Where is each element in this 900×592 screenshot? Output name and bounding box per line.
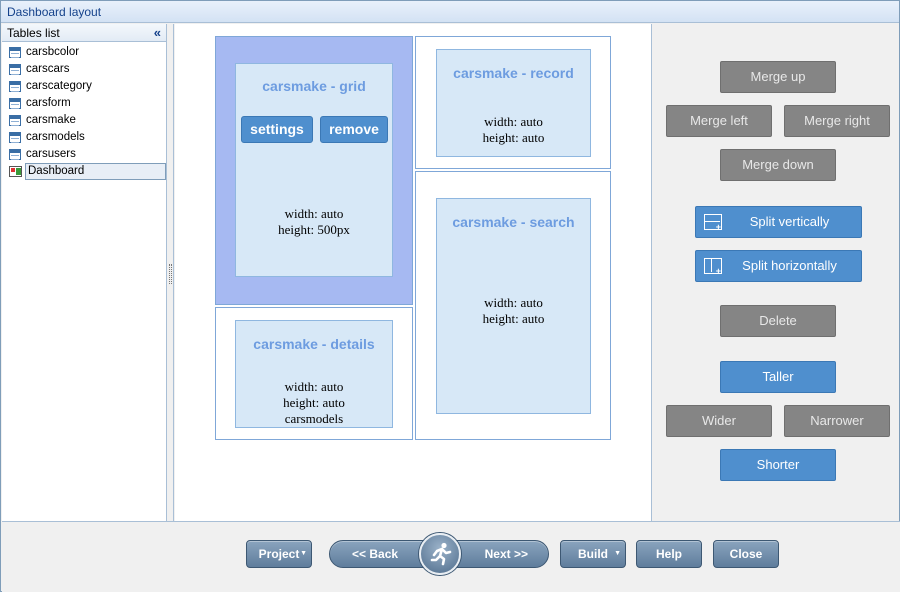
table-item-label: carscategory [26, 80, 92, 92]
search-card-title: carsmake - search [452, 214, 575, 230]
record-card-info: width: auto height: auto [437, 114, 590, 146]
settings-button[interactable]: settings [241, 116, 313, 143]
tables-list-panel: Tables list « carsbcolor carscars carsca… [2, 24, 167, 521]
search-width: width: auto [484, 295, 543, 310]
details-linked-table: carsmodels [284, 411, 344, 426]
build-button[interactable]: Build ▼ [560, 540, 626, 568]
layout-canvas: carsmake - grid settings remove width: a… [175, 24, 651, 521]
split-vertically-label: Split vertically [749, 214, 830, 229]
taller-button[interactable]: Taller [720, 361, 836, 393]
grid-card-info: width: auto height: 500px [236, 206, 392, 238]
split-horizontally-button[interactable]: Split horizontally [695, 250, 862, 282]
table-item-label: carsusers [26, 148, 76, 160]
merge-left-button[interactable]: Merge left [666, 105, 772, 137]
tables-list-title: Tables list [7, 26, 60, 40]
record-height: height: auto [482, 130, 545, 145]
record-card-title: carsmake - record [453, 65, 574, 81]
close-button[interactable]: Close [713, 540, 779, 568]
shorter-button[interactable]: Shorter [720, 449, 836, 481]
table-item-label: carscars [26, 63, 70, 75]
run-button[interactable] [419, 533, 461, 575]
merge-down-button[interactable]: Merge down [720, 149, 836, 181]
layout-cell-record[interactable]: carsmake - record width: auto height: au… [415, 36, 611, 169]
splitter-grip-icon [169, 264, 172, 284]
table-item-label: carsmodels [26, 131, 85, 143]
table-icon [9, 64, 21, 75]
split-vertical-icon [704, 214, 722, 232]
build-button-label: Build [578, 547, 608, 561]
details-height: height: auto [283, 395, 345, 410]
table-item-carsusers[interactable]: carsusers [2, 146, 166, 163]
panel-splitter[interactable] [167, 24, 174, 521]
remove-button[interactable]: remove [320, 116, 388, 143]
split-vertically-button[interactable]: Split vertically [695, 206, 862, 238]
collapse-panel-icon[interactable]: « [153, 25, 161, 40]
record-width: width: auto [484, 114, 543, 129]
bottom-toolbar: Project ▼ << Back Next >> Build ▼ Help C… [2, 521, 900, 592]
project-button-label: Project [258, 547, 300, 561]
details-card-info: width: auto height: auto carsmodels [236, 379, 392, 427]
actions-panel: Merge up Merge left Merge right Merge do… [651, 24, 899, 521]
merge-up-button[interactable]: Merge up [720, 61, 836, 93]
tables-list-header: Tables list « [2, 24, 166, 42]
table-item-label: carsform [26, 97, 71, 109]
layout-cell-search[interactable]: carsmake - search width: auto height: au… [415, 171, 611, 440]
help-button[interactable]: Help [636, 540, 702, 568]
dropdown-arrow-icon: ▼ [300, 550, 307, 557]
table-item-dashboard[interactable]: Dashboard [2, 163, 166, 180]
layout-cell-grid[interactable]: carsmake - grid settings remove width: a… [215, 36, 413, 305]
table-icon [9, 115, 21, 126]
delete-button[interactable]: Delete [720, 305, 836, 337]
grid-card: carsmake - grid settings remove width: a… [235, 63, 393, 277]
project-button[interactable]: Project ▼ [246, 540, 312, 568]
dashboard-icon [9, 166, 22, 177]
layout-cell-details[interactable]: carsmake - details width: auto height: a… [215, 307, 413, 440]
back-button[interactable]: << Back [352, 547, 399, 561]
search-height: height: auto [482, 311, 545, 326]
details-width: width: auto [284, 379, 344, 394]
table-item-label: carsbcolor [26, 46, 80, 58]
merge-right-button[interactable]: Merge right [784, 105, 890, 137]
table-icon [9, 149, 21, 160]
grid-width: width: auto [284, 206, 344, 221]
table-icon [9, 47, 21, 58]
tables-list: carsbcolor carscars carscategory carsfor… [2, 42, 166, 180]
table-icon [9, 81, 21, 92]
split-horizontally-label: Split horizontally [742, 258, 837, 273]
next-button[interactable]: Next >> [484, 547, 528, 561]
table-item-label: carsmake [26, 114, 76, 126]
details-card-title: carsmake - details [253, 336, 375, 352]
running-man-icon [430, 542, 452, 566]
table-icon [9, 98, 21, 109]
table-item-carsmake[interactable]: carsmake [2, 112, 166, 129]
table-item-carsmodels[interactable]: carsmodels [2, 129, 166, 146]
record-card: carsmake - record width: auto height: au… [436, 49, 591, 157]
window-title: Dashboard layout [1, 1, 899, 23]
grid-height: height: 500px [278, 222, 350, 237]
wider-button[interactable]: Wider [666, 405, 772, 437]
table-item-carsform[interactable]: carsform [2, 95, 166, 112]
narrower-button[interactable]: Narrower [784, 405, 890, 437]
table-item-carscars[interactable]: carscars [2, 61, 166, 78]
table-item-carsbcolor[interactable]: carsbcolor [2, 44, 166, 61]
table-icon [9, 132, 21, 143]
table-item-carscategory[interactable]: carscategory [2, 78, 166, 95]
dropdown-arrow-icon: ▼ [614, 550, 621, 557]
search-card: carsmake - search width: auto height: au… [436, 198, 591, 414]
table-item-label: Dashboard [25, 163, 166, 180]
split-horizontal-icon [704, 258, 722, 276]
grid-card-title: carsmake - grid [262, 78, 366, 94]
details-card: carsmake - details width: auto height: a… [235, 320, 393, 428]
search-card-info: width: auto height: auto [437, 295, 590, 327]
